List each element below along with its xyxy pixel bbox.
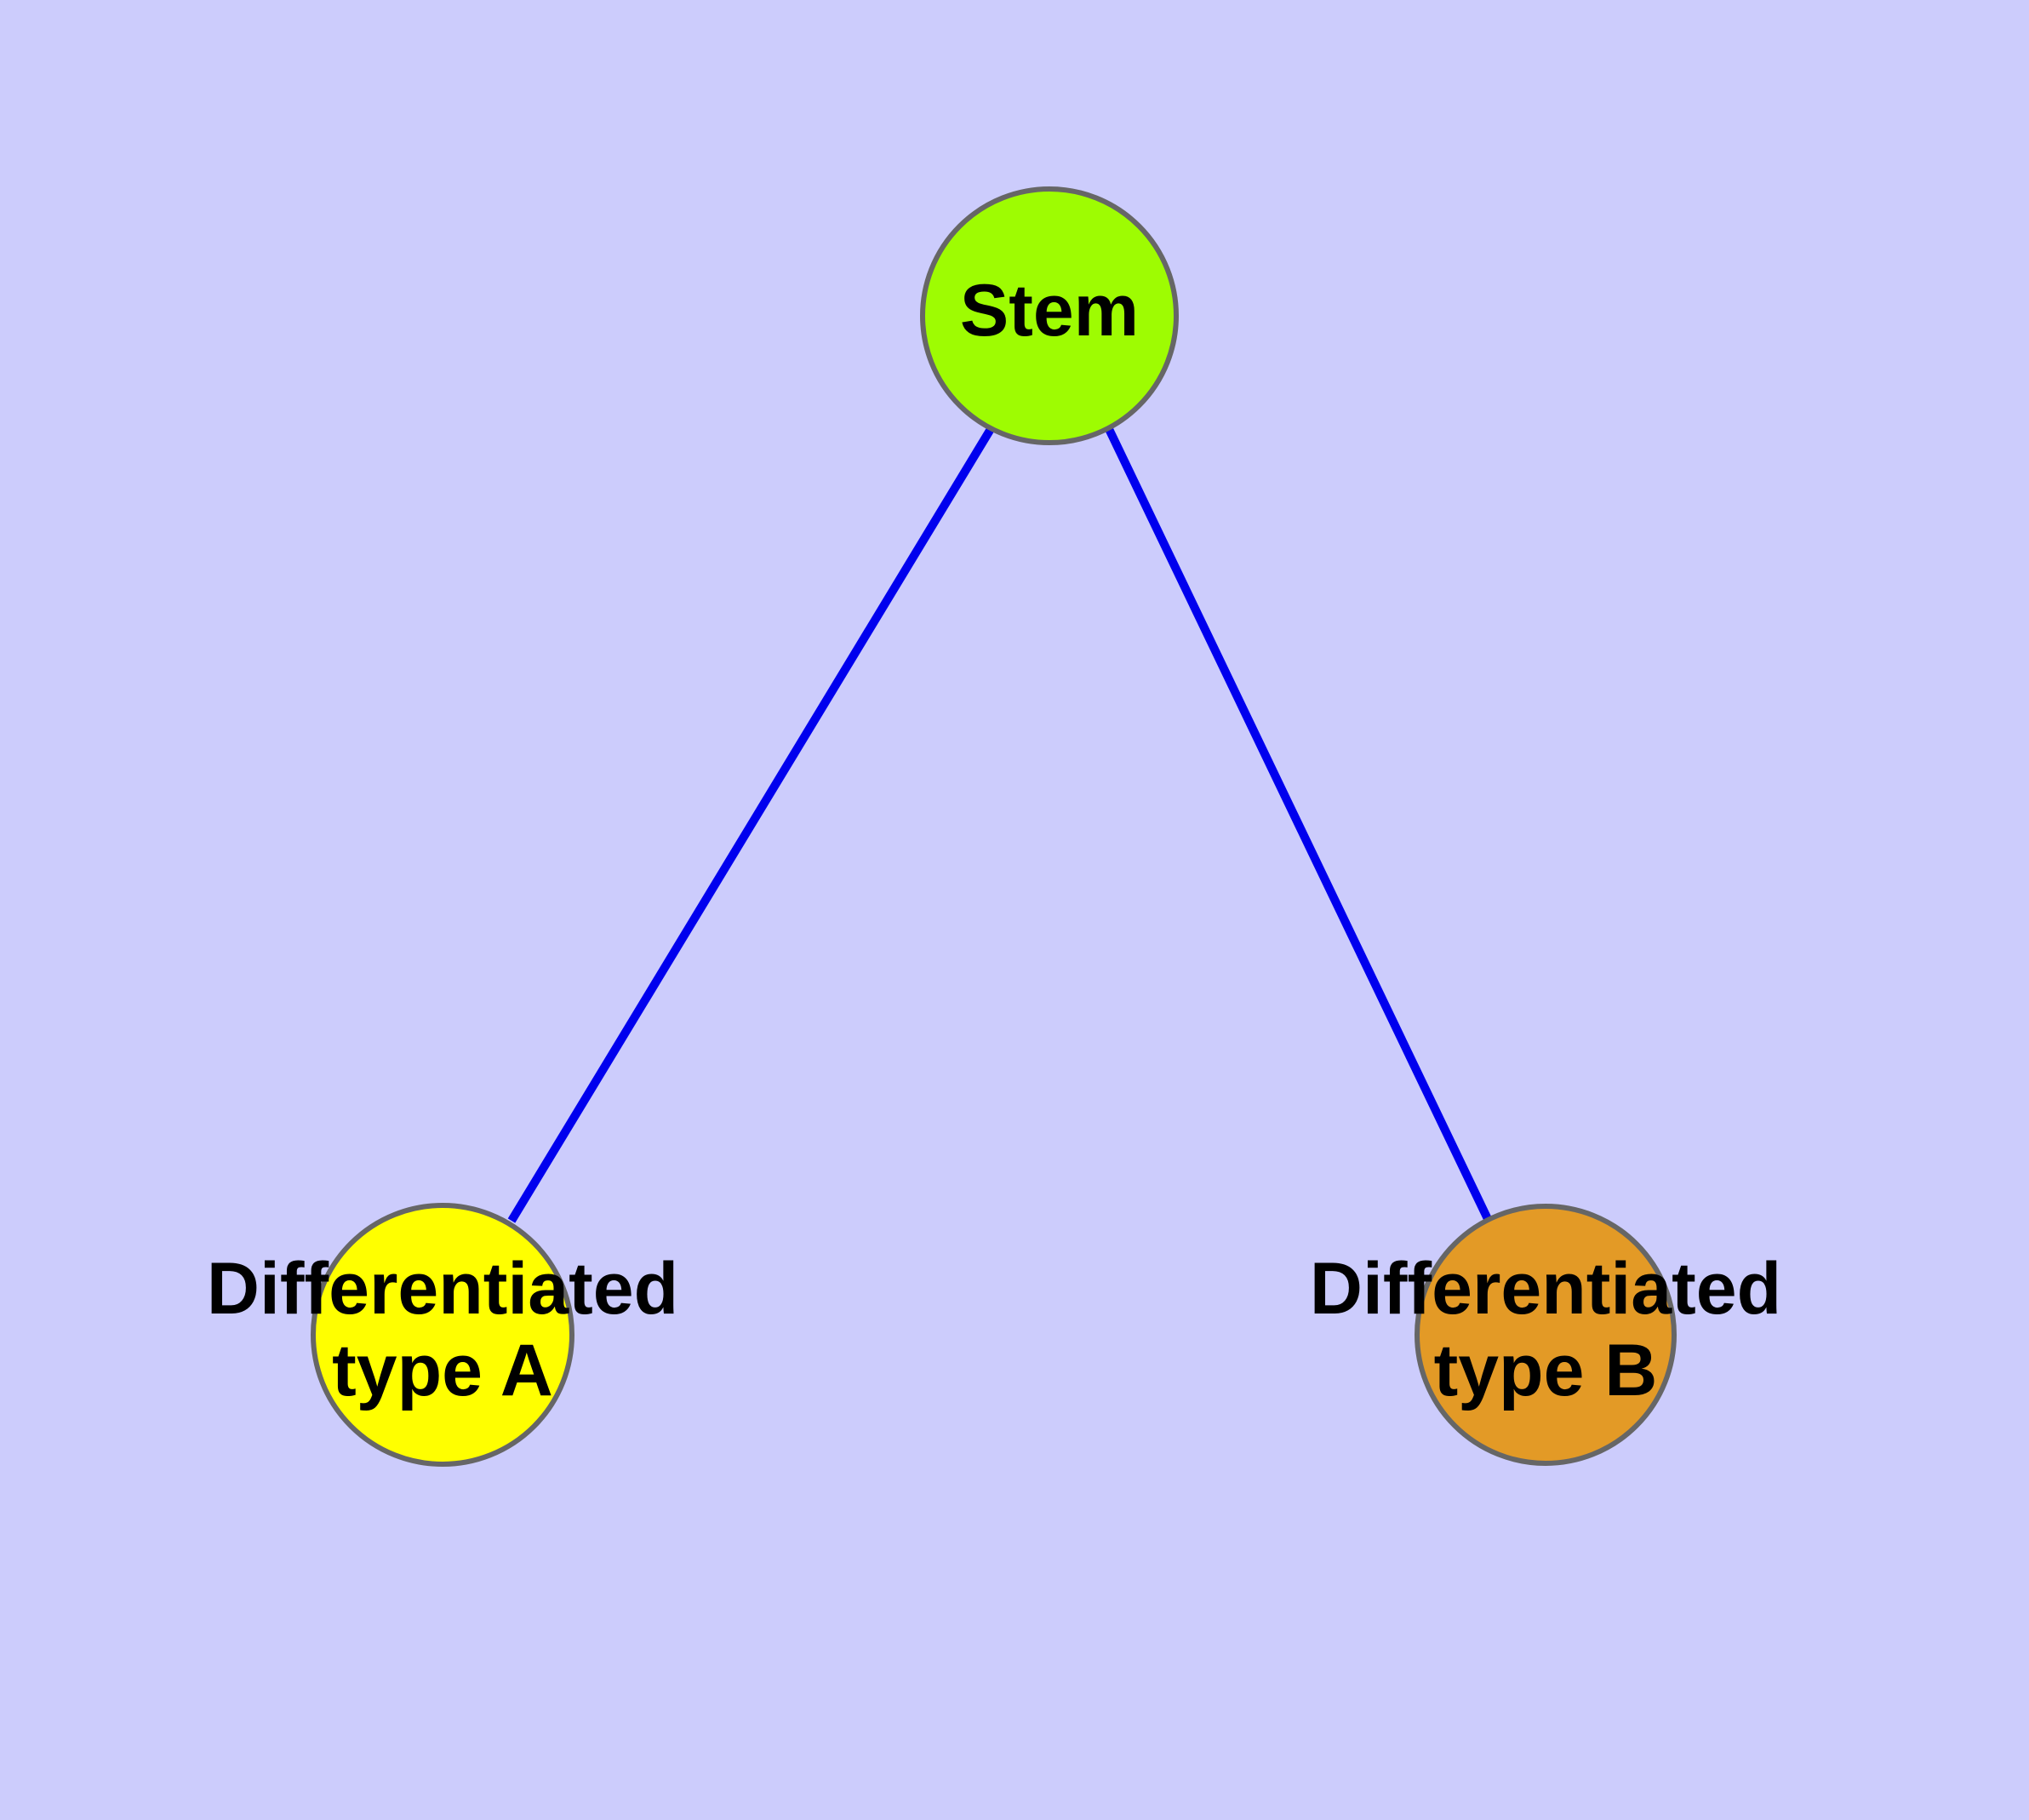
- node-label-line: Differentiated: [207, 1248, 678, 1330]
- graph-edge-stem-to-diff_a[interactable]: [507, 426, 995, 1223]
- node-label-line: type B: [1434, 1330, 1658, 1411]
- node-label-line: type A: [332, 1330, 553, 1411]
- edges-layer: [507, 426, 1493, 1223]
- node-label-line: Stem: [960, 270, 1139, 352]
- graph-node-stem[interactable]: Stem: [920, 186, 1179, 445]
- node-label-line: Differentiated: [1310, 1248, 1781, 1330]
- graph-edge-stem-to-diff_b[interactable]: [1105, 426, 1493, 1223]
- node-circle-diff_b[interactable]: [1415, 1204, 1677, 1466]
- node-circle-diff_a[interactable]: [311, 1203, 574, 1467]
- node-circle-stem[interactable]: [920, 186, 1179, 445]
- node-label-stem: Stem: [960, 270, 1139, 352]
